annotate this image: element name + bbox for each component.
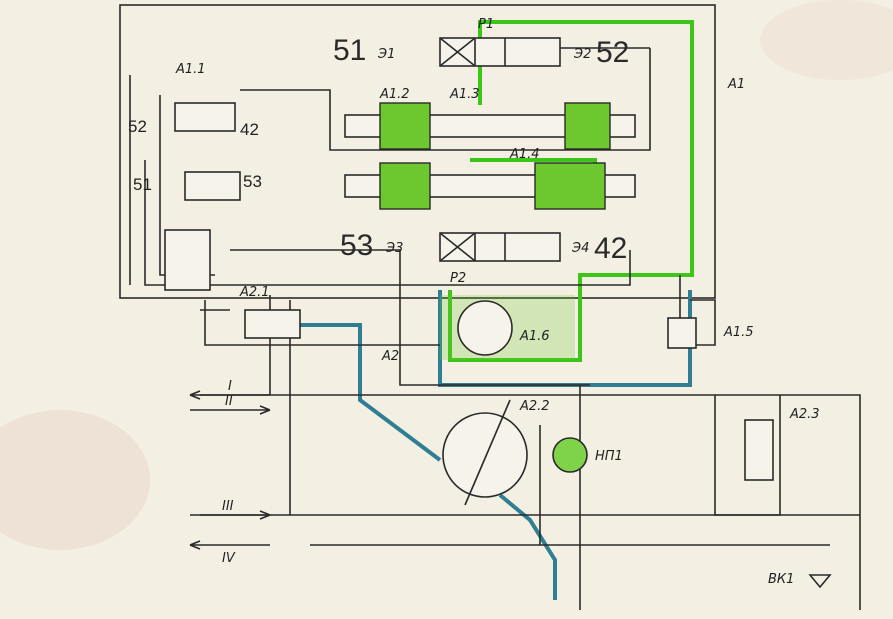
label-a1-5: A1.5	[723, 325, 754, 340]
return-line	[498, 493, 557, 600]
line	[200, 300, 781, 610]
line	[129, 75, 631, 386]
label-line-1: I	[228, 379, 232, 394]
label-np1: НП1	[595, 449, 623, 464]
label-a1-2: A1.2	[379, 87, 410, 102]
label-a1-1: A1.1	[175, 62, 206, 77]
valve-a1-5[interactable]	[667, 317, 697, 349]
line	[679, 275, 716, 346]
paper-stain	[760, 0, 893, 80]
motor-a1-6	[457, 300, 513, 356]
label-a1: A1	[727, 77, 745, 92]
label-52-left: 52	[128, 117, 147, 136]
label-line-2: II	[225, 394, 233, 409]
label-53-left: 53	[243, 172, 262, 191]
cylinder-a1-2	[344, 102, 636, 150]
label-53-bottom: 53	[340, 229, 373, 262]
a1-frame	[119, 4, 716, 299]
pump-np1	[552, 437, 588, 473]
label-a1-6: A1.6	[519, 329, 550, 344]
flow-arrows	[189, 390, 271, 550]
label-e1: Э1	[377, 47, 395, 62]
label-vk1: ВК1	[768, 572, 794, 587]
check-valve-vk1	[808, 574, 832, 589]
label-e2: Э2	[573, 47, 591, 62]
label-a1-4: A1.4	[509, 147, 540, 162]
pump-a2-2	[442, 412, 528, 498]
valve-p2[interactable]	[439, 232, 561, 262]
label-42-bottom: 42	[594, 232, 627, 265]
label-p2: P2	[450, 271, 466, 286]
label-a2-1: A2.1	[239, 285, 270, 300]
valve-a2-3[interactable]	[744, 419, 774, 481]
label-a2: A2	[381, 349, 399, 364]
label-a2-3: A2.3	[789, 407, 820, 422]
label-a1-3: A1.3	[449, 87, 480, 102]
valve-a1-1[interactable]	[174, 102, 236, 132]
valve-block[interactable]	[164, 229, 211, 291]
label-p1: P1	[478, 17, 494, 32]
paper-stain	[0, 410, 150, 550]
label-e3: Э3	[385, 241, 403, 256]
label-line-4: IV	[222, 551, 236, 566]
line	[200, 295, 861, 610]
label-42-left: 42	[240, 120, 259, 139]
label-line-3: III	[222, 499, 234, 514]
pressure-line	[448, 20, 694, 362]
valve-a2-1[interactable]	[244, 309, 301, 339]
label-51-left: 51	[133, 175, 152, 194]
cylinder-a1-4	[344, 162, 636, 210]
label-51-top: 51	[333, 34, 366, 67]
label-a2-2: A2.2	[519, 399, 550, 414]
valve-p1[interactable]	[439, 37, 561, 67]
label-52-top: 52	[596, 36, 629, 69]
label-e4: Э4	[571, 241, 589, 256]
valve-51-53[interactable]	[184, 171, 241, 201]
